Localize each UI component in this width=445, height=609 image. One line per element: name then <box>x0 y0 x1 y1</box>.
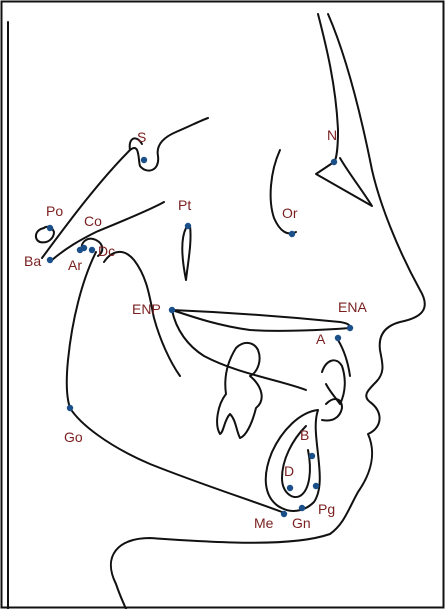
landmark-label-ba: Ba <box>24 253 41 269</box>
landmark-point-me <box>281 511 287 517</box>
landmark-label-enp: ENP <box>132 301 161 317</box>
landmark-label-ena: ENA <box>338 299 367 315</box>
landmark-points <box>47 157 353 517</box>
landmark-point-go <box>67 405 73 411</box>
landmark-label-dc: Dc <box>98 243 115 259</box>
landmark-label-co: Co <box>84 213 102 229</box>
palatal-plane <box>172 310 350 331</box>
pterygoid-fissure <box>182 226 190 280</box>
landmark-label-a: A <box>316 331 326 347</box>
landmark-point-ar <box>77 247 83 253</box>
molar-tooth <box>217 343 262 438</box>
landmark-point-b <box>309 453 315 459</box>
landmark-point-ena <box>347 325 353 331</box>
landmark-label-b: B <box>300 427 309 443</box>
upper-incisor <box>322 360 345 404</box>
landmark-point-a <box>335 335 341 341</box>
mandibular-canal <box>172 310 306 390</box>
landmark-point-pt <box>185 223 191 229</box>
nasal-bone-line <box>316 158 372 206</box>
landmark-label-s: S <box>137 129 146 145</box>
landmark-point-gn <box>299 505 305 511</box>
landmark-point-ba <box>47 257 53 263</box>
landmark-label-d: D <box>284 463 294 479</box>
landmark-point-or <box>289 231 295 237</box>
landmark-point-d <box>287 485 293 491</box>
landmark-label-po: Po <box>46 203 63 219</box>
landmark-point-dc <box>89 247 95 253</box>
ramus-posterior-border <box>67 252 282 512</box>
landmark-point-enp <box>169 307 175 313</box>
landmark-label-go: Go <box>64 429 83 445</box>
landmark-label-ar: Ar <box>68 257 82 273</box>
landmark-point-pg <box>313 483 319 489</box>
landmark-point-s <box>141 157 147 163</box>
landmark-label-pt: Pt <box>178 197 191 213</box>
landmark-label-me: Me <box>254 515 274 531</box>
landmark-label-n: N <box>327 127 337 143</box>
landmark-label-gn: Gn <box>292 515 311 531</box>
landmark-point-n <box>331 159 337 165</box>
landmark-label-pg: Pg <box>318 501 335 517</box>
landmark-point-po <box>47 225 53 231</box>
landmark-label-or: Or <box>282 205 298 221</box>
